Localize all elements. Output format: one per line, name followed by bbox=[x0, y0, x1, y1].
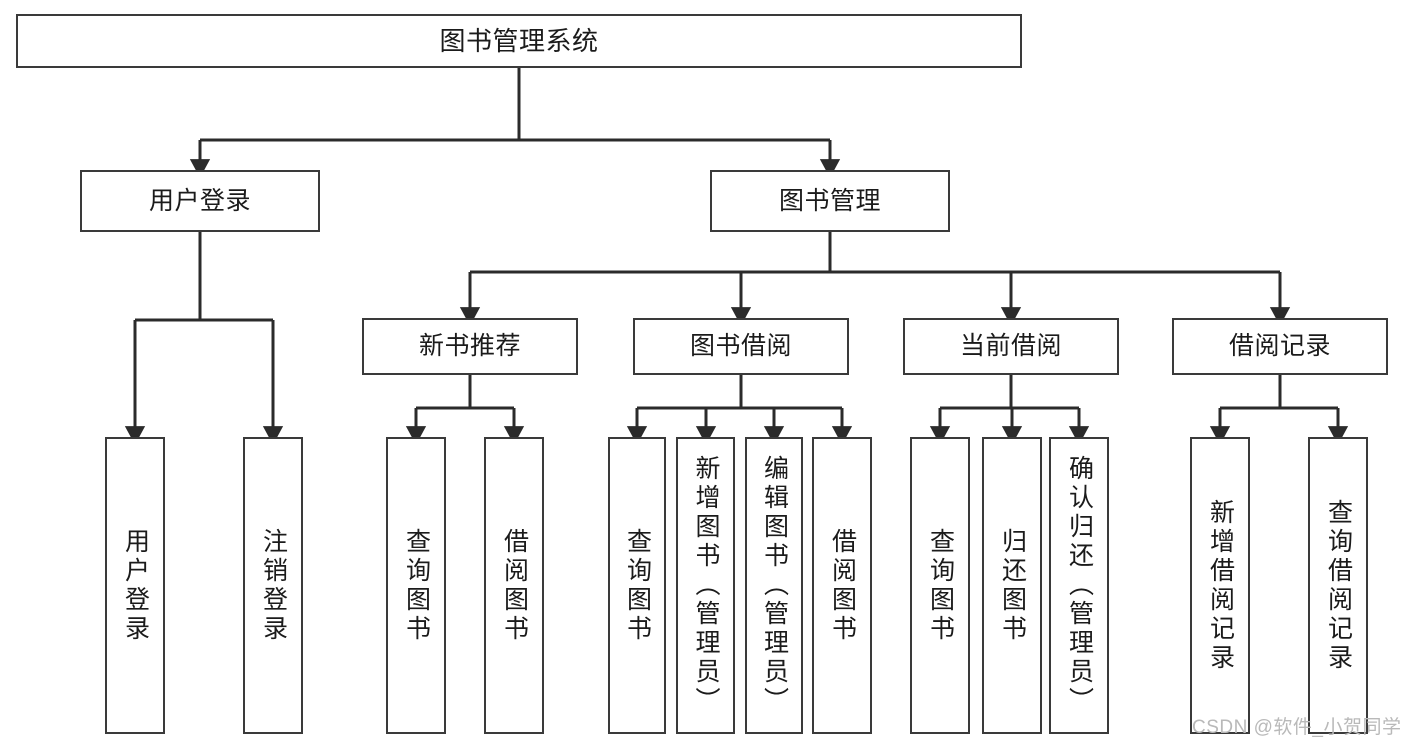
node-label-borrow-record: 借阅记录 bbox=[1228, 332, 1331, 360]
node-box-leaf-edit-book-admin[interactable]: 编辑图书（管理员） bbox=[745, 437, 803, 734]
node-label-leaf-user-login: 用户登录 bbox=[121, 527, 150, 644]
node-label-leaf-query-book-recommend: 查询图书 bbox=[402, 527, 431, 644]
node-box-leaf-borrow-book[interactable]: 借阅图书 bbox=[812, 437, 872, 734]
node-label-leaf-query-book-current: 查询图书 bbox=[926, 527, 955, 644]
node-label-leaf-return-book: 归还图书 bbox=[998, 527, 1027, 644]
node-label-leaf-add-book-admin: 新增图书（管理员） bbox=[692, 455, 720, 716]
node-box-leaf-return-book[interactable]: 归还图书 bbox=[982, 437, 1042, 734]
node-label-leaf-borrow-book: 借阅图书 bbox=[828, 527, 857, 644]
node-box-leaf-add-borrow-record[interactable]: 新增借阅记录 bbox=[1190, 437, 1250, 734]
node-label-book-borrow: 图书借阅 bbox=[689, 332, 792, 360]
node-box-leaf-add-book-admin[interactable]: 新增图书（管理员） bbox=[676, 437, 735, 734]
node-label-root: 图书管理系统 bbox=[439, 26, 599, 56]
node-label-leaf-user-logout: 注销登录 bbox=[259, 527, 288, 644]
node-box-leaf-borrow-book-recommend[interactable]: 借阅图书 bbox=[484, 437, 544, 734]
node-box-leaf-confirm-return-admin[interactable]: 确认归还（管理员） bbox=[1049, 437, 1109, 734]
node-box-borrow-record[interactable]: 借阅记录 bbox=[1172, 318, 1388, 375]
node-box-new-book-recommend[interactable]: 新书推荐 bbox=[362, 318, 578, 375]
tree-connectors bbox=[124, 68, 1349, 445]
node-box-leaf-query-borrow-record[interactable]: 查询借阅记录 bbox=[1308, 437, 1368, 734]
node-box-leaf-user-logout[interactable]: 注销登录 bbox=[243, 437, 303, 734]
node-label-leaf-edit-book-admin: 编辑图书（管理员） bbox=[760, 455, 789, 716]
node-label-leaf-confirm-return-admin: 确认归还（管理员） bbox=[1065, 455, 1094, 716]
node-label-user-login: 用户登录 bbox=[148, 186, 251, 215]
node-label-book-manage: 图书管理 bbox=[778, 186, 881, 215]
node-box-root[interactable]: 图书管理系统 bbox=[16, 14, 1022, 68]
node-box-leaf-query-book-borrow[interactable]: 查询图书 bbox=[608, 437, 666, 734]
node-box-book-borrow[interactable]: 图书借阅 bbox=[633, 318, 849, 375]
node-label-leaf-borrow-book-recommend: 借阅图书 bbox=[500, 527, 529, 644]
node-label-new-book-recommend: 新书推荐 bbox=[418, 332, 521, 360]
node-label-leaf-query-book-borrow: 查询图书 bbox=[623, 527, 652, 644]
node-box-leaf-query-book-recommend[interactable]: 查询图书 bbox=[386, 437, 446, 734]
node-box-book-manage[interactable]: 图书管理 bbox=[710, 170, 950, 232]
node-label-leaf-add-borrow-record: 新增借阅记录 bbox=[1206, 498, 1235, 673]
node-box-leaf-user-login[interactable]: 用户登录 bbox=[105, 437, 165, 734]
node-box-current-borrow[interactable]: 当前借阅 bbox=[903, 318, 1119, 375]
node-box-user-login[interactable]: 用户登录 bbox=[80, 170, 320, 232]
node-box-leaf-query-book-current[interactable]: 查询图书 bbox=[910, 437, 970, 734]
node-label-current-borrow: 当前借阅 bbox=[959, 332, 1062, 360]
node-label-leaf-query-borrow-record: 查询借阅记录 bbox=[1324, 498, 1353, 673]
